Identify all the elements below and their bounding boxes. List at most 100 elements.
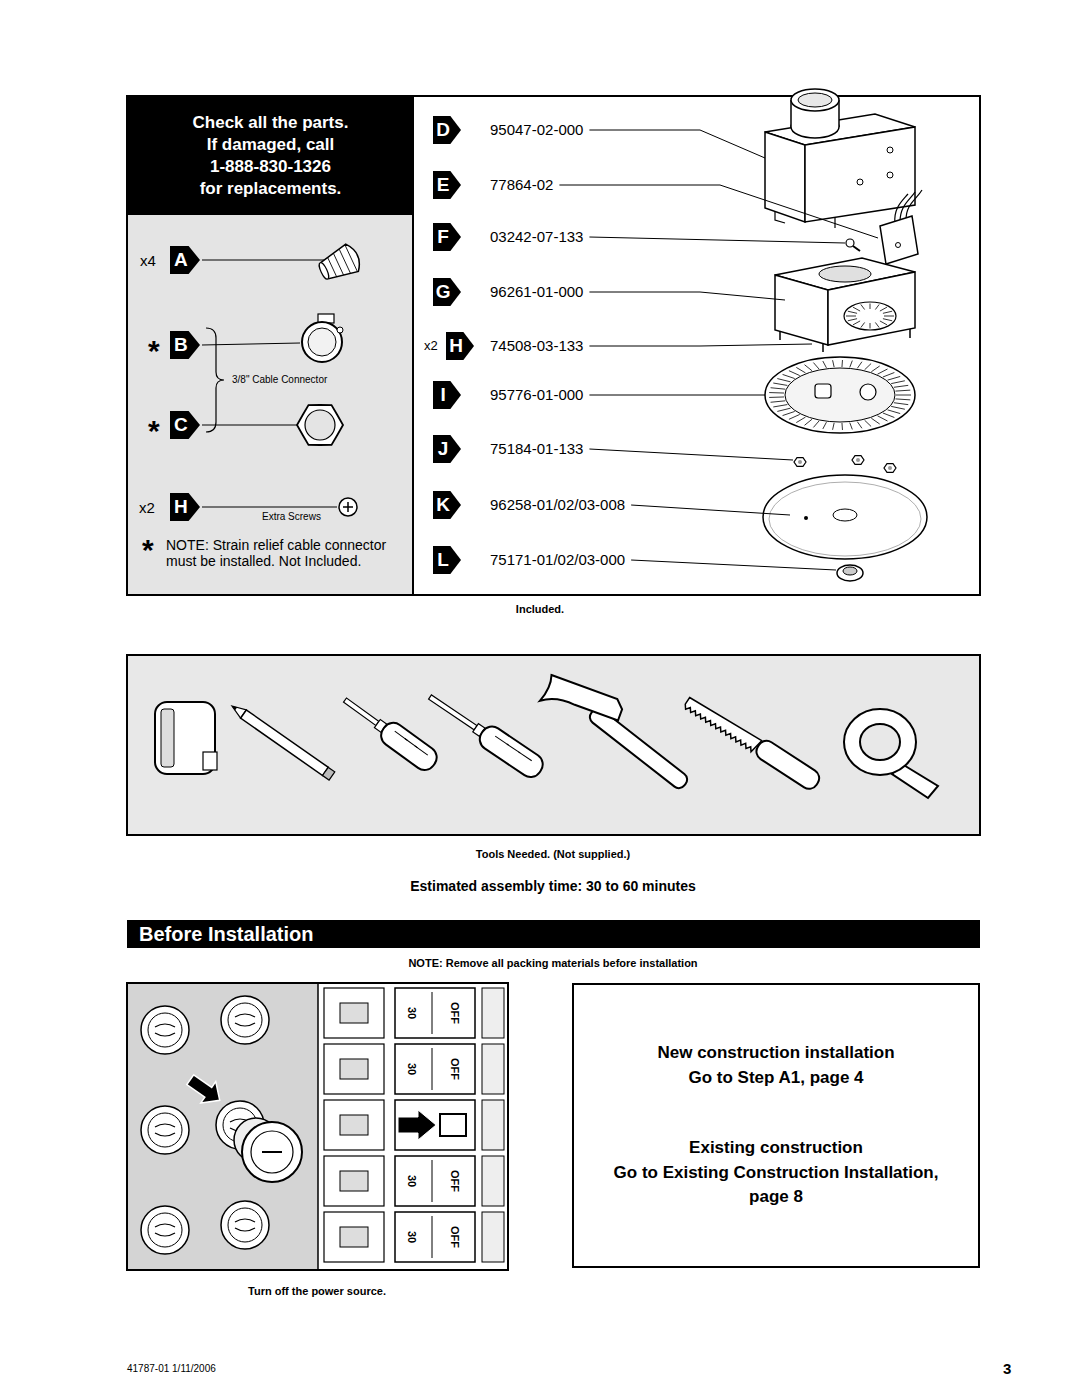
- grille-slot: [789, 414, 800, 419]
- part-tag: B: [170, 331, 200, 359]
- asterisk: *: [148, 416, 160, 446]
- screw: [853, 246, 860, 251]
- grille-slot: [771, 401, 786, 402]
- housing-hole: [857, 179, 863, 185]
- panel-divider: [317, 984, 319, 1269]
- blower-opening: [819, 266, 871, 282]
- grille-slot: [887, 376, 900, 380]
- part-number: 95047-02-000: [490, 121, 583, 138]
- grille-slot: [883, 373, 894, 377]
- grille-slot: [871, 366, 879, 372]
- tag-shape: [170, 331, 200, 359]
- grille-slot: [823, 361, 827, 368]
- quantity: x2: [139, 499, 155, 516]
- grille-slot: [865, 420, 872, 426]
- screwdriver: [476, 722, 547, 781]
- blower-vane: [848, 319, 857, 321]
- fuse-panel: [128, 984, 318, 1269]
- section-band: Before Installation: [127, 920, 980, 948]
- grille-slot: [841, 423, 843, 430]
- callout-letter: F: [433, 223, 453, 251]
- pencil: [241, 710, 329, 776]
- light-cover-dot: [804, 516, 808, 520]
- wire-nut: [315, 242, 364, 286]
- instruction-text: Existing construction: [689, 1136, 863, 1161]
- callout-letter: L: [433, 546, 453, 574]
- breaker-bus: [482, 1212, 504, 1262]
- grille-slot: [895, 398, 910, 400]
- grille-slot: [823, 422, 827, 429]
- screw: [339, 498, 357, 516]
- asterisk: *: [142, 535, 154, 565]
- grille-slot: [883, 413, 894, 417]
- breaker-handle: [340, 1171, 368, 1191]
- breaker-label: 30: [406, 1061, 419, 1077]
- hammer: [587, 706, 690, 791]
- grille-slot: [769, 392, 784, 393]
- note-text: NOTE: Strain relief cable connector must…: [166, 537, 406, 569]
- breaker-bus: [482, 988, 504, 1038]
- blower-wheel: [844, 302, 896, 330]
- tag-shape: [446, 332, 474, 360]
- grille-slot: [789, 371, 800, 376]
- saw-blade: [683, 695, 762, 753]
- screwdriver: [429, 695, 477, 730]
- grille-slot: [813, 421, 819, 427]
- screwdriver: [518, 752, 531, 761]
- blower-vane: [853, 307, 860, 311]
- breaker-bus: [482, 1044, 504, 1094]
- breaker-label: OFF: [449, 1224, 462, 1250]
- part-tag: H: [446, 332, 474, 360]
- breaker: [324, 1044, 384, 1094]
- fuse-socket: [221, 1201, 269, 1249]
- instruction-box: New construction installationGo to Step …: [572, 983, 980, 1268]
- bracket: [206, 328, 224, 432]
- cable-connector: [302, 322, 342, 362]
- nut-hole: [798, 460, 802, 464]
- grille-slot: [891, 406, 905, 409]
- grille-slot: [850, 423, 853, 430]
- breaker: [395, 1044, 475, 1094]
- grille-slot: [769, 396, 784, 397]
- breaker-label: OFF: [449, 1168, 462, 1194]
- duct-collar: [838, 100, 840, 127]
- grille-slot: [833, 423, 835, 430]
- duct-opening: [798, 93, 832, 107]
- part-number: 96258-01/02/03-008: [490, 496, 625, 513]
- part-number: 75184-01-133: [490, 440, 583, 457]
- grille-slot: [887, 410, 900, 414]
- pencil: [323, 767, 335, 780]
- plate-hole: [896, 243, 901, 248]
- leader-line: [202, 343, 300, 345]
- tag-shape: [170, 411, 200, 439]
- grille-slot: [771, 388, 786, 389]
- tag-shape: [170, 493, 200, 521]
- leader-line: [202, 507, 337, 508]
- wire-nut-body: [316, 242, 364, 285]
- fan-housing: [805, 127, 915, 222]
- grille-slot: [841, 360, 843, 367]
- callout-letter: C: [170, 411, 192, 439]
- instruction-text: Go to Existing Construction Installation…: [604, 1161, 949, 1210]
- housing-hole: [887, 172, 893, 178]
- duct-collar: [791, 89, 839, 111]
- grille-slot: [813, 363, 819, 369]
- grille-slot: [833, 360, 835, 367]
- callout-letter: E: [433, 171, 453, 199]
- blower-tab: [780, 329, 910, 352]
- grille-plate: [765, 357, 915, 433]
- breaker-handle: [340, 1059, 368, 1079]
- instruction-text: If damaged, call 1-888-830-1326 for repl…: [198, 134, 343, 200]
- blower-vane: [853, 321, 860, 325]
- tools-panel: [127, 655, 980, 835]
- caption: Tools Needed. (Not supplied.): [476, 848, 630, 861]
- wire-nut-rib: [333, 253, 343, 275]
- callout-letter: A: [170, 246, 192, 274]
- part-note: Extra Screws: [262, 511, 321, 523]
- screwdriver: [507, 744, 520, 753]
- breaker-bus: [482, 1156, 504, 1206]
- hammer: [540, 674, 625, 728]
- callout-letter: B: [170, 331, 192, 359]
- section-title: Before Installation: [139, 923, 313, 946]
- leader-line: [631, 560, 836, 570]
